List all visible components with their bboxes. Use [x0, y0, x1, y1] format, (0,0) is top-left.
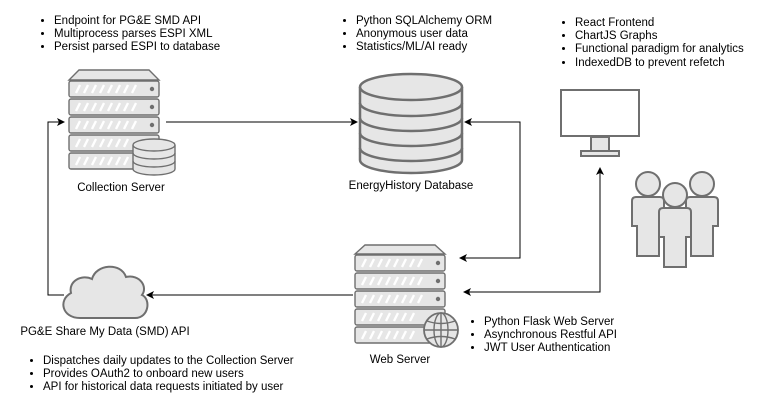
frontend-notes: React Frontend ChartJS Graphs Functional… [557, 17, 744, 70]
list-item: Multiprocess parses ESPI XML [54, 28, 220, 41]
users-icon [631, 171, 719, 268]
connectors [47, 118, 604, 299]
collection-server-notes: Endpoint for PG&E SMD API Multiprocess p… [36, 15, 220, 55]
arrow-smd-api-to-collection [47, 118, 65, 296]
database-notes: Python SQLAlchemy ORM Anonymous user dat… [338, 15, 492, 55]
list-item: Endpoint for PG&E SMD API [54, 15, 220, 28]
list-item: Persist parsed ESPI to database [54, 41, 220, 54]
web-server-label: Web Server [369, 354, 431, 366]
list-item: JWT User Authentication [484, 342, 617, 355]
smd-api-notes: Dispatches daily updates to the Collecti… [25, 355, 294, 395]
arrow-webserver-frontend [463, 167, 604, 296]
list-item: Statistics/ML/AI ready [356, 41, 492, 54]
web-server-globe-icon [353, 244, 459, 348]
monitor-icon [560, 89, 640, 157]
list-item: IndexedDB to prevent refetch [575, 57, 744, 70]
list-item: ChartJS Graphs [575, 30, 744, 43]
list-item: Functional paradigm for analytics [575, 43, 744, 56]
list-item: Provides OAuth2 to onboard new users [43, 368, 294, 381]
list-item: Asynchronous Restful API [484, 329, 617, 342]
server-database-icon [67, 69, 176, 176]
list-item: Python Flask Web Server [484, 316, 617, 329]
list-item: Dispatches daily updates to the Collecti… [43, 355, 294, 368]
list-item: React Frontend [575, 17, 744, 30]
cloud-icon [62, 265, 149, 319]
web-server-notes: Python Flask Web Server Asynchronous Res… [466, 316, 617, 356]
list-item: Python SQLAlchemy ORM [356, 15, 492, 28]
database-label: EnergyHistory Database [348, 180, 474, 192]
list-item: Anonymous user data [356, 28, 492, 41]
smd-api-label: PG&E Share My Data (SMD) API [20, 326, 190, 338]
list-item: API for historical data requests initiat… [43, 381, 294, 394]
collection-server-label: Collection Server [77, 182, 165, 194]
database-icon [358, 72, 464, 175]
